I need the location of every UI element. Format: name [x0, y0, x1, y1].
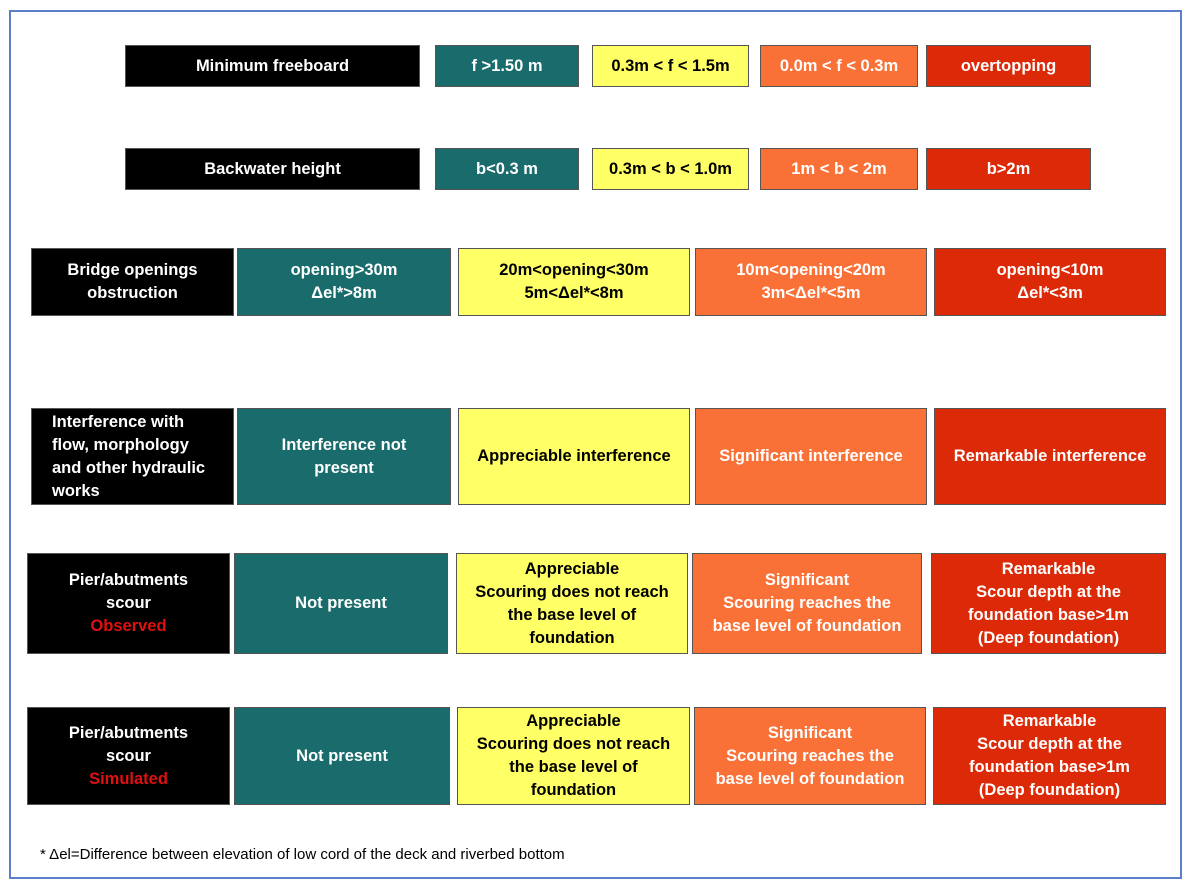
backwater-level-significant: 1m < b < 2m	[760, 148, 918, 190]
cell-line: foundation base>1m	[968, 605, 1129, 624]
cell-line: 5m<Δel*<8m	[524, 284, 624, 302]
row-label-interference: Interference with flow, morphology and o…	[31, 408, 234, 505]
cell-text: 1m < b < 2m	[791, 159, 887, 178]
cell-line: Appreciable	[526, 712, 621, 730]
cell-line: foundation	[529, 628, 615, 647]
backwater-level-appreciable: 0.3m < b < 1.0m	[592, 148, 749, 190]
cell-line: base level of foundation	[712, 617, 902, 635]
cell-line: Appreciable	[524, 559, 620, 578]
label-line: Pier/abutments	[68, 723, 189, 742]
bridge-level-remarkable: opening<10m Δel*<3m	[934, 248, 1166, 316]
cell-line: base level of foundation	[715, 769, 905, 788]
cell-line: 20m<opening<30m	[499, 261, 649, 279]
scour-observed-level-significant: Significant Scouring reaches the base le…	[692, 553, 922, 654]
cell-text: Not present	[296, 746, 388, 765]
interference-level-none: Interference not present	[237, 408, 451, 505]
cell-text: 0.3m < f < 1.5m	[611, 56, 730, 75]
label-line: Minimum freeboard	[195, 56, 350, 75]
figure-frame	[9, 10, 1182, 879]
cell-line: opening<10m	[996, 261, 1104, 279]
scour-observed-level-remarkable: Remarkable Scour depth at the foundation…	[931, 553, 1166, 654]
interference-level-appreciable: Appreciable interference	[458, 408, 690, 505]
footnote: * Δel=Difference between elevation of lo…	[40, 846, 565, 863]
cell-line: Δel*>8m	[311, 284, 377, 302]
row-label-bridge-openings: Bridge openings obstruction	[31, 248, 234, 316]
freeboard-level-significant: 0.0m < f < 0.3m	[760, 45, 918, 87]
scour-simulated-level-remarkable: Remarkable Scour depth at the foundation…	[933, 707, 1166, 805]
backwater-level-remarkable: b>2m	[926, 148, 1091, 190]
cell-text: Appreciable interference	[477, 447, 671, 465]
label-line: Pier/abutments	[68, 571, 189, 589]
label-line: scour	[106, 594, 151, 612]
cell-line: present	[314, 458, 374, 477]
cell-text: b>2m	[986, 159, 1031, 178]
cell-text: Remarkable interference	[953, 447, 1147, 465]
label-line: Interference with	[52, 412, 185, 431]
scour-simulated-level-appreciable: Appreciable Scouring does not reach the …	[457, 707, 690, 805]
label-line: Bridge openings	[67, 261, 198, 279]
cell-line: Significant	[767, 723, 853, 742]
label-line: flow, morphology	[52, 435, 189, 454]
interference-level-remarkable: Remarkable interference	[934, 408, 1166, 505]
cell-line: opening>30m	[290, 261, 398, 279]
cell-line: Scouring does not reach	[475, 582, 669, 601]
label-line: and other hydraulic	[52, 458, 206, 477]
cell-text: f >1.50 m	[471, 56, 543, 75]
label-line: scour	[106, 746, 151, 765]
bridge-level-significant: 10m<opening<20m 3m<Δel*<5m	[695, 248, 927, 316]
scour-observed-level-none: Not present	[234, 553, 448, 654]
bridge-level-appreciable: 20m<opening<30m 5m<Δel*<8m	[458, 248, 690, 316]
row-label-scour-observed: Pier/abutments scour Observed	[27, 553, 230, 654]
backwater-level-none: b<0.3 m	[435, 148, 579, 190]
cell-line: foundation	[530, 781, 617, 799]
cell-line: Interference not	[281, 435, 407, 454]
scour-simulated-level-significant: Significant Scouring reaches the base le…	[694, 707, 926, 805]
cell-line: Scouring reaches the	[726, 746, 894, 765]
cell-line: foundation base>1m	[969, 758, 1130, 776]
freeboard-level-appreciable: 0.3m < f < 1.5m	[592, 45, 749, 87]
scour-simulated-level-none: Not present	[234, 707, 450, 805]
cell-line: Scouring does not reach	[476, 735, 671, 753]
cell-line: the base level of	[507, 605, 637, 624]
cell-text: 0.3m < b < 1.0m	[609, 159, 732, 178]
row-label-backwater-height: Backwater height	[125, 148, 420, 190]
label-line: Backwater height	[204, 159, 341, 178]
cell-line: Scouring reaches the	[723, 594, 891, 612]
label-tag-simulated: Simulated	[89, 769, 168, 788]
cell-line: the base level of	[509, 758, 638, 776]
label-tag-observed: Observed	[90, 617, 167, 635]
cell-line: Scour depth at the	[977, 735, 1122, 753]
cell-line: Remarkable	[1001, 559, 1096, 578]
label-line: obstruction	[87, 284, 178, 302]
cell-line: Significant	[764, 571, 850, 589]
cell-text: Not present	[295, 594, 387, 612]
cell-line: Scour depth at the	[976, 582, 1121, 601]
cell-line: 10m<opening<20m	[736, 261, 886, 279]
cell-text: overtopping	[960, 56, 1057, 75]
cell-line: (Deep foundation)	[978, 781, 1121, 799]
scour-observed-level-appreciable: Appreciable Scouring does not reach the …	[456, 553, 688, 654]
cell-line: Remarkable	[1002, 712, 1097, 730]
row-label-scour-simulated: Pier/abutments scour Simulated	[27, 707, 230, 805]
cell-text: b<0.3 m	[476, 159, 538, 178]
cell-text: Significant interference	[719, 447, 903, 465]
cell-text: 0.0m < f < 0.3m	[779, 56, 899, 75]
cell-line: 3m<Δel*<5m	[761, 284, 861, 302]
label-line: works	[52, 481, 100, 500]
cell-line: Δel*<3m	[1017, 284, 1083, 302]
freeboard-level-remarkable: overtopping	[926, 45, 1091, 87]
cell-line: (Deep foundation)	[977, 628, 1120, 647]
row-label-minimum-freeboard: Minimum freeboard	[125, 45, 420, 87]
freeboard-level-none: f >1.50 m	[435, 45, 579, 87]
bridge-level-none: opening>30m Δel*>8m	[237, 248, 451, 316]
interference-level-significant: Significant interference	[695, 408, 927, 505]
